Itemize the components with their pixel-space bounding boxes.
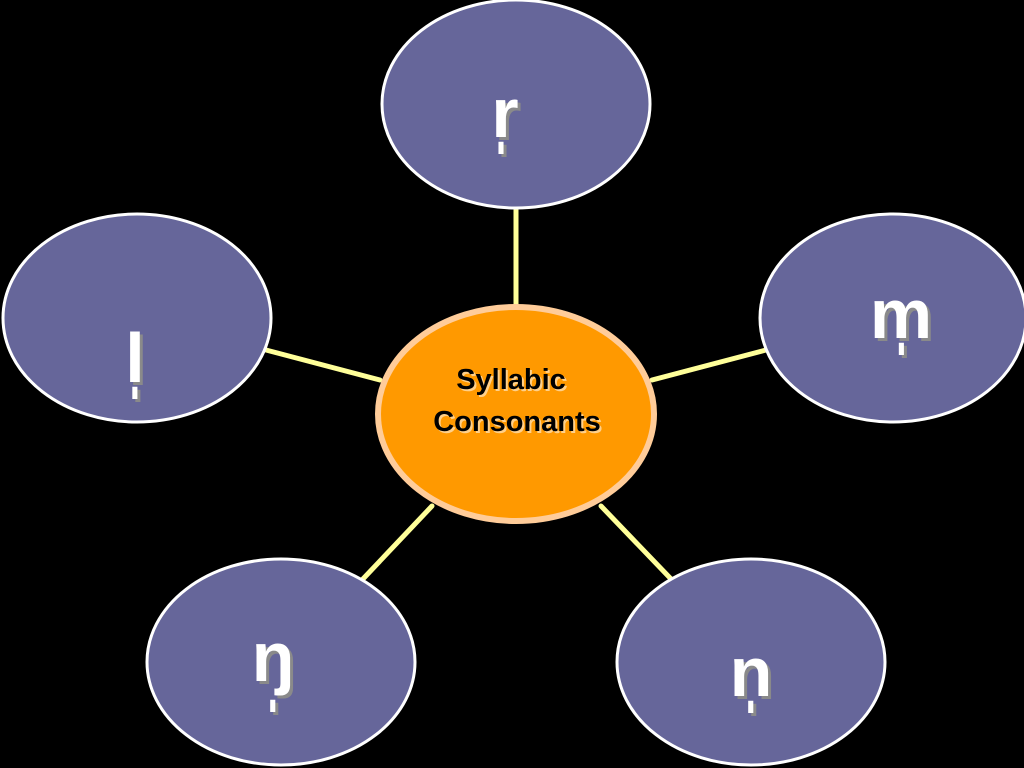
node-r: r̩ r̩	[380, 0, 652, 210]
center-node-shape	[375, 304, 657, 524]
connectors	[263, 205, 769, 583]
node-r-symbol-shadow: r̩	[494, 77, 521, 157]
node-m-symbol-shadow: m̩	[873, 278, 935, 358]
node-n-shape	[615, 557, 887, 767]
node-m-shape	[758, 212, 1024, 424]
center-label-line2: Consonants	[433, 406, 601, 438]
node-r-symbol: r̩	[491, 74, 518, 154]
node-n: n̩ n̩	[615, 557, 887, 767]
center-label-line1: Syllabic	[456, 364, 566, 396]
node-l-symbol-shadow: l̩	[128, 322, 147, 402]
connector-l	[263, 347, 383, 383]
node-ng-shape	[145, 557, 417, 767]
node-l-symbol: l̩	[125, 319, 144, 399]
node-n-symbol-shadow: n̩	[733, 636, 776, 716]
center-label-line2-shadow: Consonants	[435, 408, 603, 440]
center-label-line1-shadow: Syllabic	[458, 366, 568, 398]
node-m: m̩ m̩	[758, 212, 1024, 424]
node-l: l̩ l̩	[1, 212, 273, 424]
node-l-shape	[1, 212, 273, 424]
connector-ng	[359, 503, 435, 583]
connector-m	[649, 347, 769, 383]
node-r-shape	[380, 0, 652, 210]
connector-n	[598, 503, 675, 583]
center-node: Syllabic Syllabic Consonants Consonants	[375, 304, 657, 524]
node-m-symbol: m̩	[870, 275, 932, 355]
node-n-symbol: n̩	[730, 633, 773, 713]
node-ng: ŋ̩ ŋ̩	[145, 557, 417, 767]
